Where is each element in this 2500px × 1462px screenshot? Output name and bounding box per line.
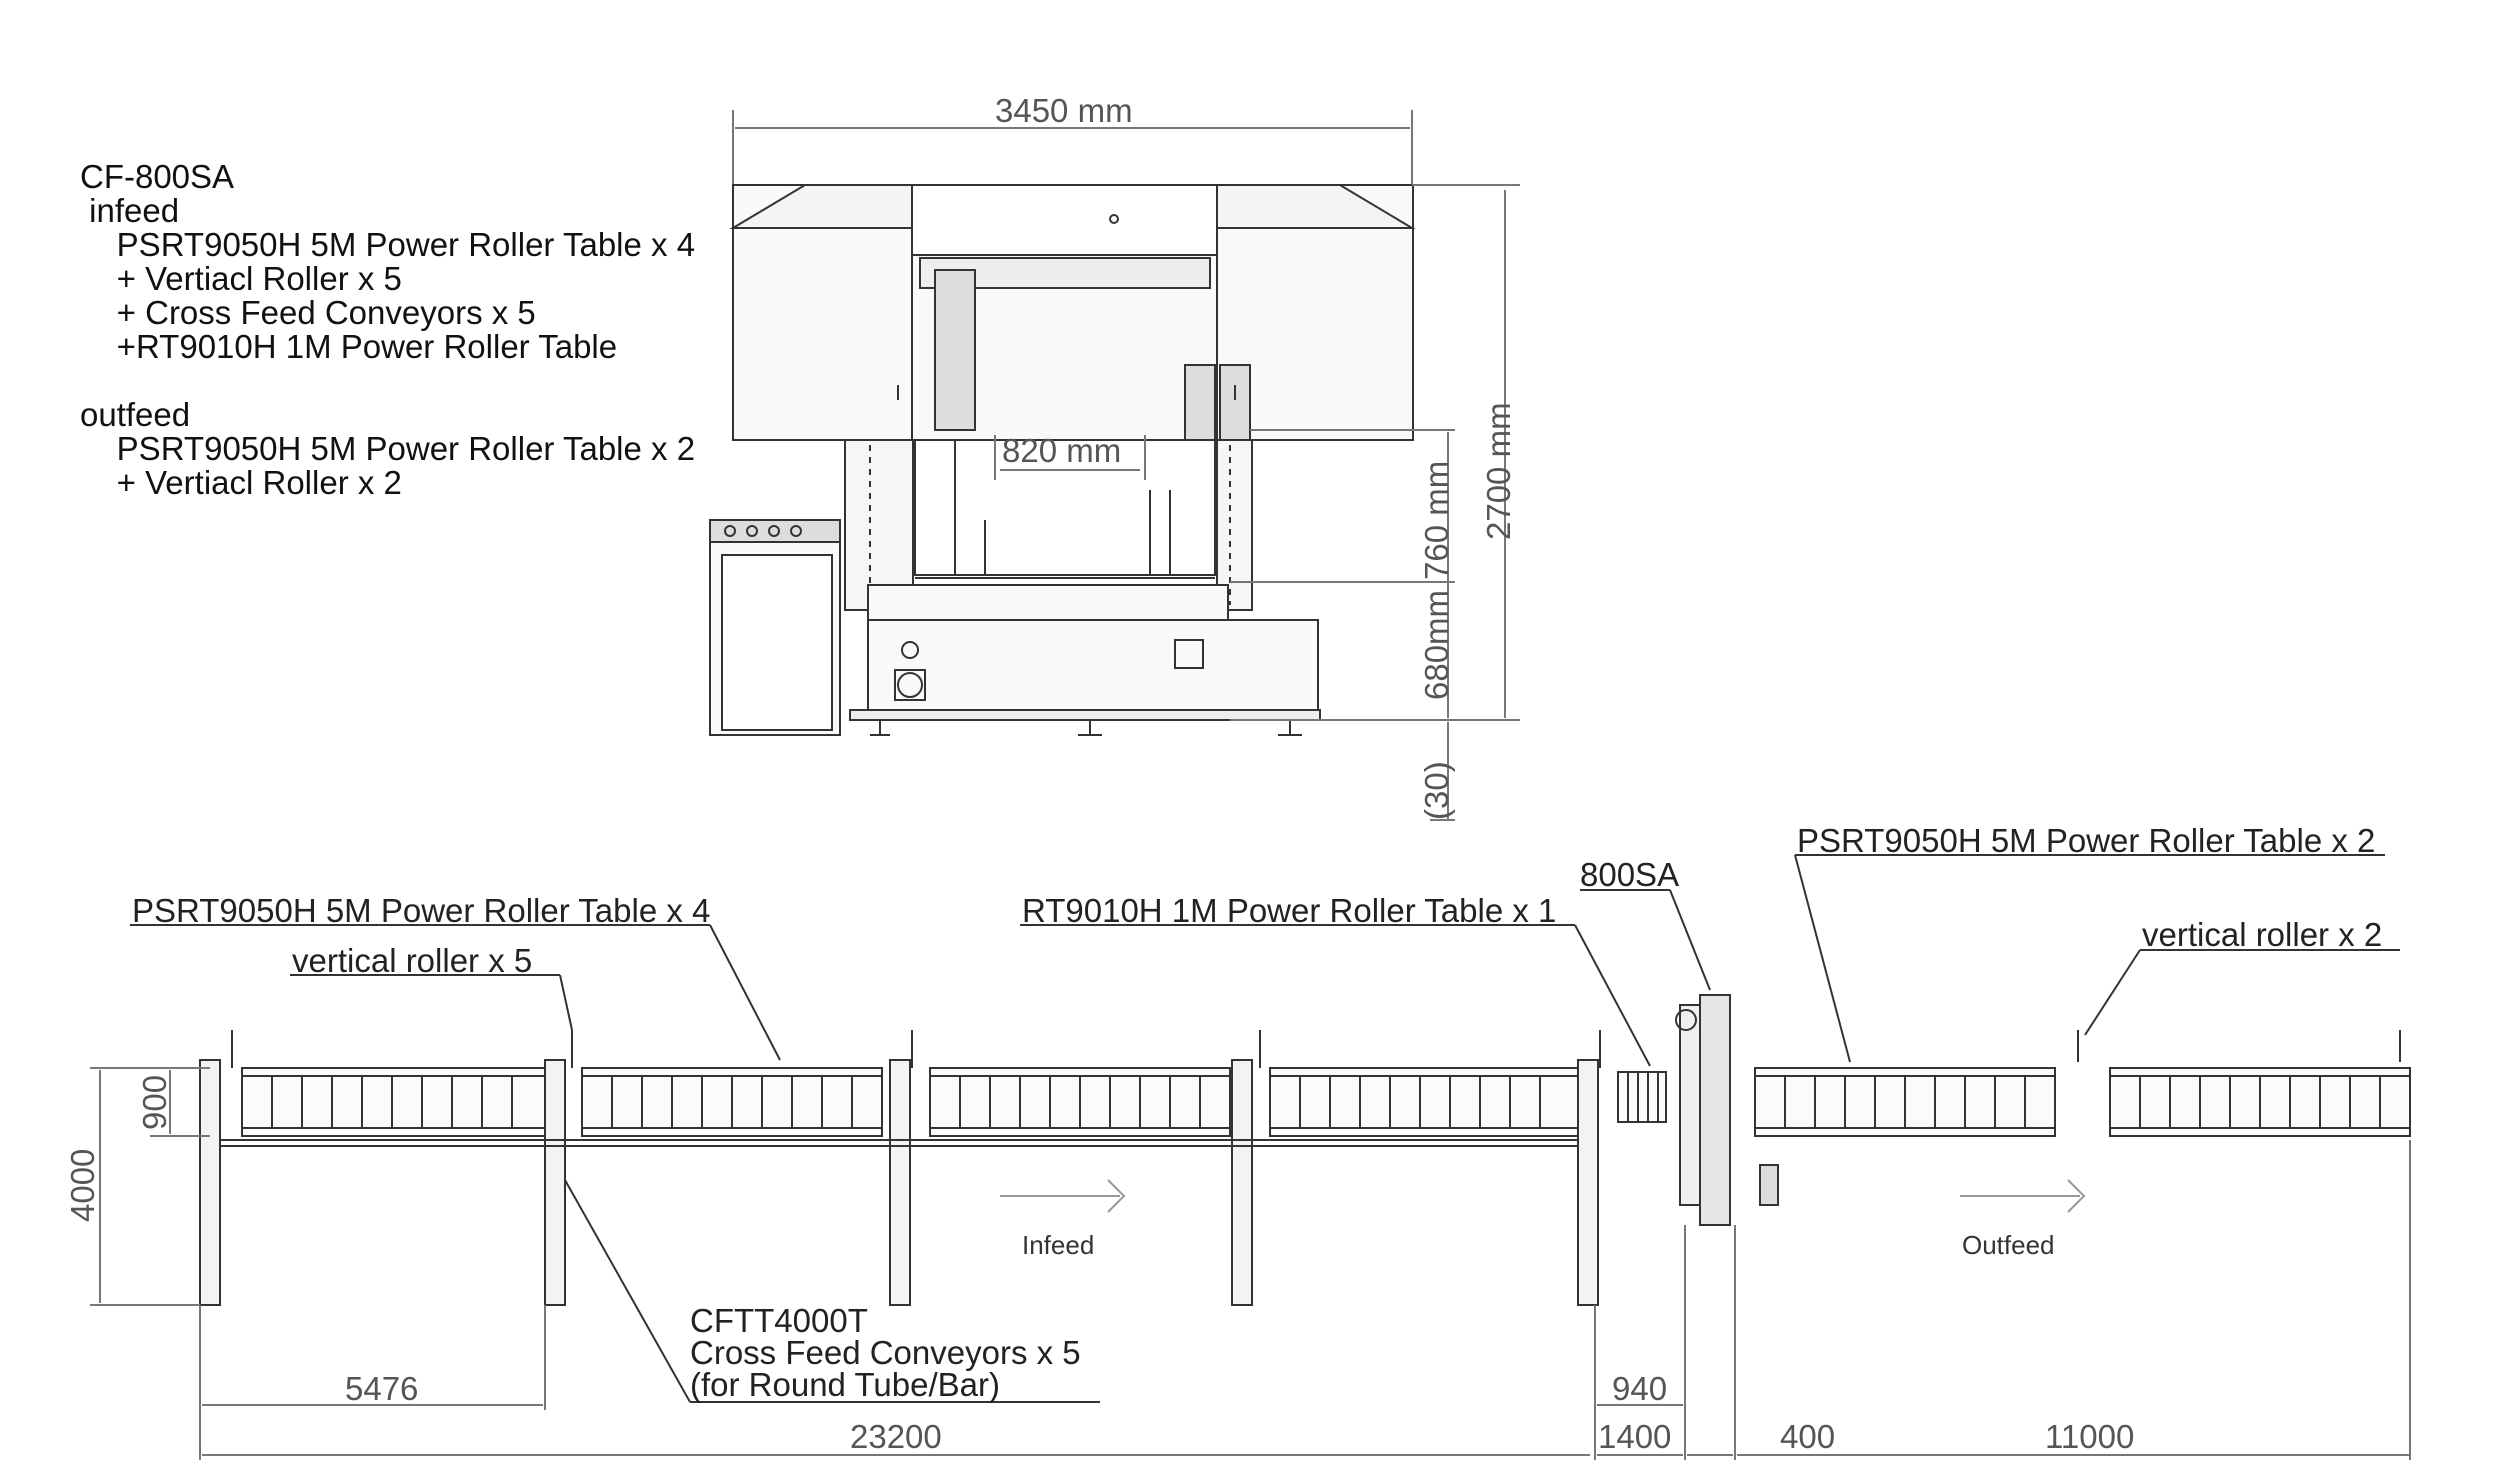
dim-5476: 5476 bbox=[345, 1370, 419, 1407]
spec-model: CF-800SA bbox=[80, 158, 235, 195]
dim-1400: 1400 bbox=[1598, 1418, 1672, 1455]
spec-outfeed-item: + Vertiacl Roller x 2 bbox=[80, 464, 402, 501]
label-cftt-model: CFTT4000T bbox=[690, 1302, 868, 1339]
spec-infeed-title: infeed bbox=[80, 192, 180, 229]
spec-outfeed-title: outfeed bbox=[80, 396, 191, 433]
dim-940: 940 bbox=[1612, 1370, 1668, 1407]
label-rt9010: RT9010H 1M Power Roller Table x 1 bbox=[1022, 892, 1557, 929]
spec-outfeed-item: PSRT9050H 5M Power Roller Table x 2 bbox=[80, 430, 696, 467]
label-infeed-flow: Infeed bbox=[1022, 1230, 1095, 1260]
label-outfeed-flow: Outfeed bbox=[1962, 1230, 2055, 1260]
label-saw-800sa: 800SA bbox=[1580, 856, 1680, 893]
label-psrt-outfeed: PSRT9050H 5M Power Roller Table x 2 bbox=[1797, 822, 2376, 859]
dim-400: 400 bbox=[1780, 1418, 1836, 1455]
spec-block: CF-800SA infeed PSRT9050H 5M Power Rolle… bbox=[80, 160, 695, 500]
label-cftt-note: (for Round Tube/Bar) bbox=[690, 1366, 1000, 1403]
spec-infeed-item: +RT9010H 1M Power Roller Table bbox=[80, 328, 618, 365]
dim-23200: 23200 bbox=[850, 1418, 942, 1455]
label-vertical-outfeed: vertical roller x 2 bbox=[2142, 916, 2383, 953]
spec-infeed-item: + Vertiacl Roller x 5 bbox=[80, 260, 402, 297]
roller-table-infeed-3 bbox=[929, 1067, 1231, 1137]
roller-table-outfeed-2 bbox=[2109, 1067, 2411, 1137]
roller-table-outfeed-1 bbox=[1754, 1067, 2056, 1137]
spec-infeed-item: + Cross Feed Conveyors x 5 bbox=[80, 294, 536, 331]
dim-width-3450: 3450 mm bbox=[995, 92, 1133, 129]
dim-inner-820: 820 mm bbox=[1002, 432, 1122, 469]
label-psrt-infeed: PSRT9050H 5M Power Roller Table x 4 bbox=[132, 892, 711, 929]
roller-table-infeed-1 bbox=[241, 1067, 553, 1137]
label-cftt-desc: Cross Feed Conveyors x 5 bbox=[690, 1334, 1081, 1371]
label-vertical-infeed: vertical roller x 5 bbox=[292, 942, 533, 979]
spec-infeed-item: PSRT9050H 5M Power Roller Table x 4 bbox=[80, 226, 696, 263]
roller-table-infeed-2 bbox=[581, 1067, 883, 1137]
dim-4000: 4000 bbox=[64, 1148, 101, 1222]
dim-900: 900 bbox=[136, 1074, 173, 1130]
dim-11000: 11000 bbox=[2045, 1418, 2135, 1455]
roller-table-infeed-4 bbox=[1269, 1067, 1581, 1137]
